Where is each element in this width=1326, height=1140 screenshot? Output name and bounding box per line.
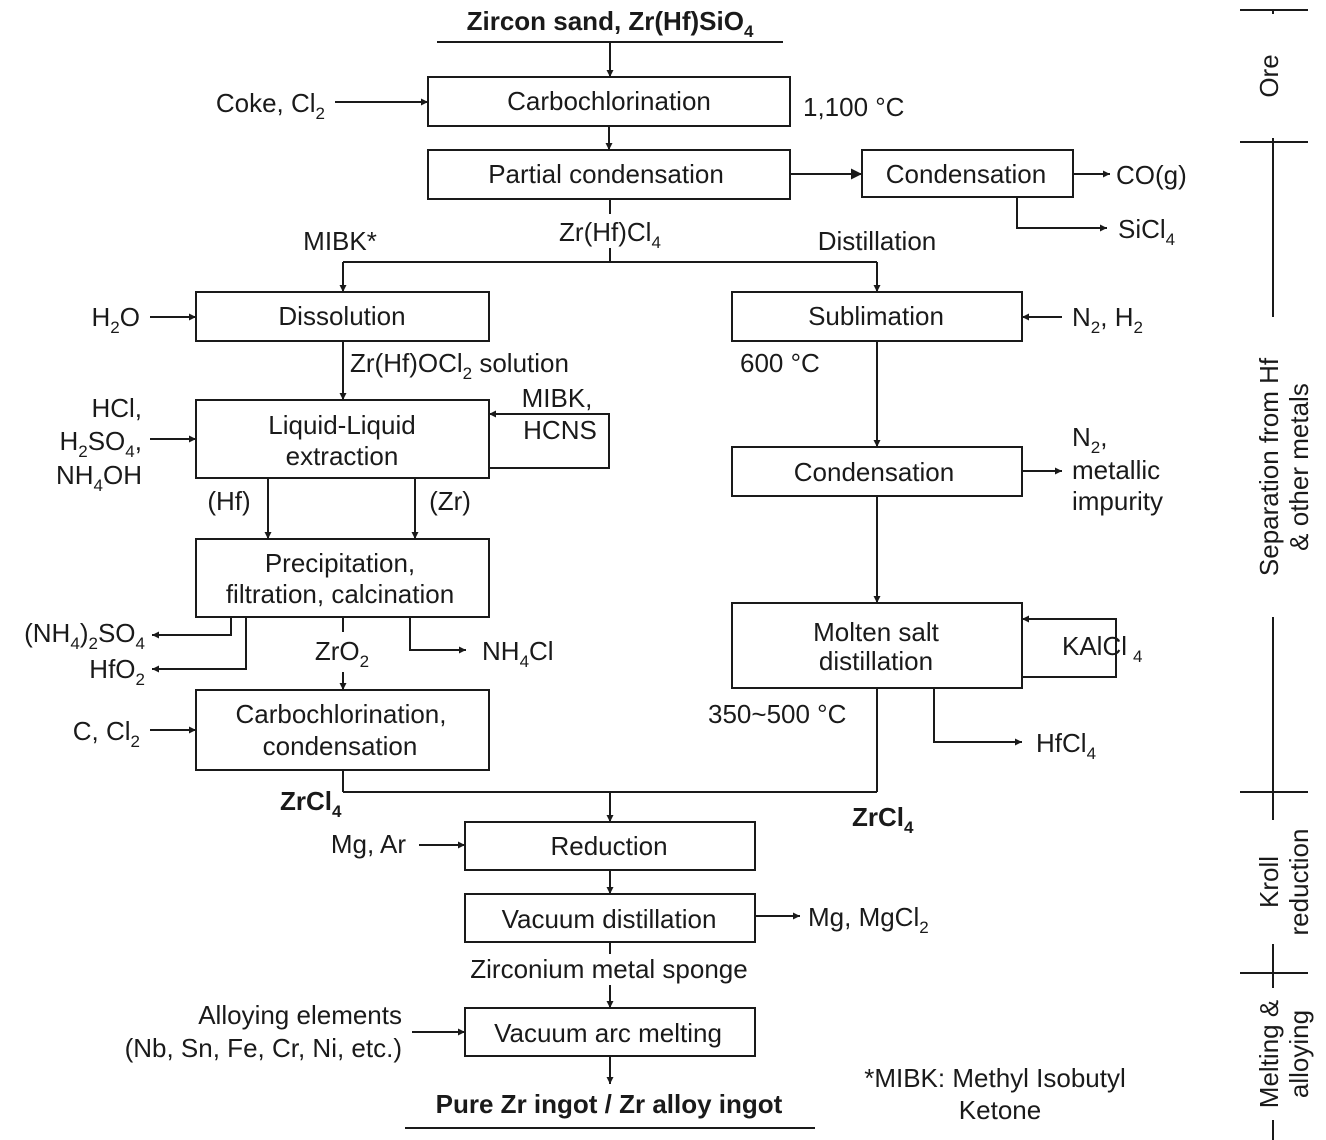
vacuum-arc-label: Vacuum arc melting [494,1018,722,1048]
zrcl4-right-label: ZrCl4 [852,802,914,837]
oxychloride-solution-label: Zr(Hf)OCl2 solution [350,348,569,383]
stage-separation: Separation from Hf & other metals [1246,317,1314,617]
partial-condensation-box [427,149,791,200]
mg-ar-input: Mg, Ar [331,829,406,859]
arrow-hfo2 [152,617,247,673]
carbochlorination-box [427,76,791,127]
carbo2-label-1: Carbochlorination, [235,699,446,729]
sublimation-label: Sublimation [808,301,944,331]
temp-350-500: 350~500 °C [708,699,846,729]
h2o-input: H2O [92,302,140,337]
reduction-box [464,821,756,871]
temp-600: 600 °C [740,348,820,378]
mibk-route-label: MIBK* [303,226,377,256]
stage-kroll: Kroll reduction [1246,820,1314,944]
vacuum-arc-box [464,1007,756,1057]
stage-melting: Melting & alloying [1246,988,1314,1120]
stage-melting-label: Melting & [1254,1000,1284,1108]
impurity-output: impurity [1072,486,1163,516]
precipitation-label-1: Precipitation, [265,548,415,578]
hcns-input: HCNS [523,415,597,445]
molten-label-1: Molten salt [813,617,939,647]
molten-label-2: distillation [819,646,933,676]
hcl-input: HCl, [91,393,142,423]
mibk-input: MIBK, [522,383,593,413]
distillation-route-label: Distillation [818,226,937,256]
arrow-sicl4 [1016,197,1107,232]
metallic-output: metallic [1072,455,1160,485]
h2so4-input: H2SO4, [59,426,142,461]
n2h2-input: N2, H2 [1072,302,1143,337]
precipitation-label-2: filtration, calcination [226,579,454,609]
nh4cl-output: NH4Cl [482,636,554,671]
carbochlorination-condensation-box [195,689,490,771]
stage-other-metals-label: & other metals [1284,383,1314,551]
stage-kroll-label: Kroll [1254,856,1284,908]
coke-cl2-input: Coke, Cl2 [216,88,325,123]
hfo2-output: HfO2 [89,654,145,689]
hf-branch-label: (Hf) [207,486,250,516]
zr-branch-label: (Zr) [429,486,471,516]
temp-1100: 1,100 °C [803,92,904,122]
stage-bar: Ore Separation from Hf & other metals Kr… [1240,9,1314,1140]
mg-mgcl2-output: Mg, MgCl2 [808,902,929,937]
lle-box [195,399,490,479]
lle-label-1: Liquid-Liquid [268,410,415,440]
footnote-line-1: *MIBK: Methyl Isobutyl [864,1063,1126,1093]
product-label: Pure Zr ingot / Zr alloy ingot [436,1089,783,1119]
feed-title: Zircon sand, Zr(Hf)SiO4 [467,6,754,41]
reduction-label: Reduction [550,831,667,861]
hfcl4-output: HfCl4 [1036,728,1096,763]
vacuum-distillation-label: Vacuum distillation [502,904,717,934]
arrow-nh4so4 [152,617,232,639]
arrow-mibk-recycle [489,410,610,469]
dissolution-label: Dissolution [278,301,405,331]
zro2-label: ZrO2 [315,636,369,671]
n2-output: N2, [1072,422,1107,457]
lle-label-2: extraction [286,441,399,471]
stage-ore-cracking: Ore [1246,14,1308,138]
partial-condensation-label: Partial condensation [488,159,724,189]
stage-reduction-label: reduction [1284,829,1314,936]
nh4so4-output: (NH4)2SO4 [24,618,145,653]
condensation-mid-label: Condensation [794,457,954,487]
alloying-input-1: Alloying elements [198,1000,402,1030]
arrow-hfcl4 [933,688,1022,746]
c-cl2-input: C, Cl2 [73,716,140,751]
precipitation-box [195,538,490,618]
sicl4-output: SiCl4 [1118,214,1175,249]
stage-alloying-label: alloying [1284,1010,1314,1098]
sponge-label: Zirconium metal sponge [470,954,747,984]
carbochlorination-label: Carbochlorination [507,86,711,116]
arrow-kalcl4-recycle [1022,615,1117,678]
footnote-line-2: Ketone [959,1095,1041,1125]
nh4oh-input: NH4OH [56,460,142,495]
arrow-nh4cl [409,617,466,654]
molten-salt-box [731,602,1023,689]
zrhfcl4-label: Zr(Hf)Cl4 [559,217,661,252]
stage-ore-label: Ore [1254,54,1284,97]
carbo2-label-2: condensation [263,731,418,761]
alloying-input-2: (Nb, Sn, Fe, Cr, Ni, etc.) [125,1033,402,1063]
co-output: CO(g) [1116,160,1187,190]
stage-separation-label: Separation from Hf [1254,357,1284,576]
zrcl4-left-label: ZrCl4 [280,786,342,821]
condensation-top-label: Condensation [886,159,1046,189]
